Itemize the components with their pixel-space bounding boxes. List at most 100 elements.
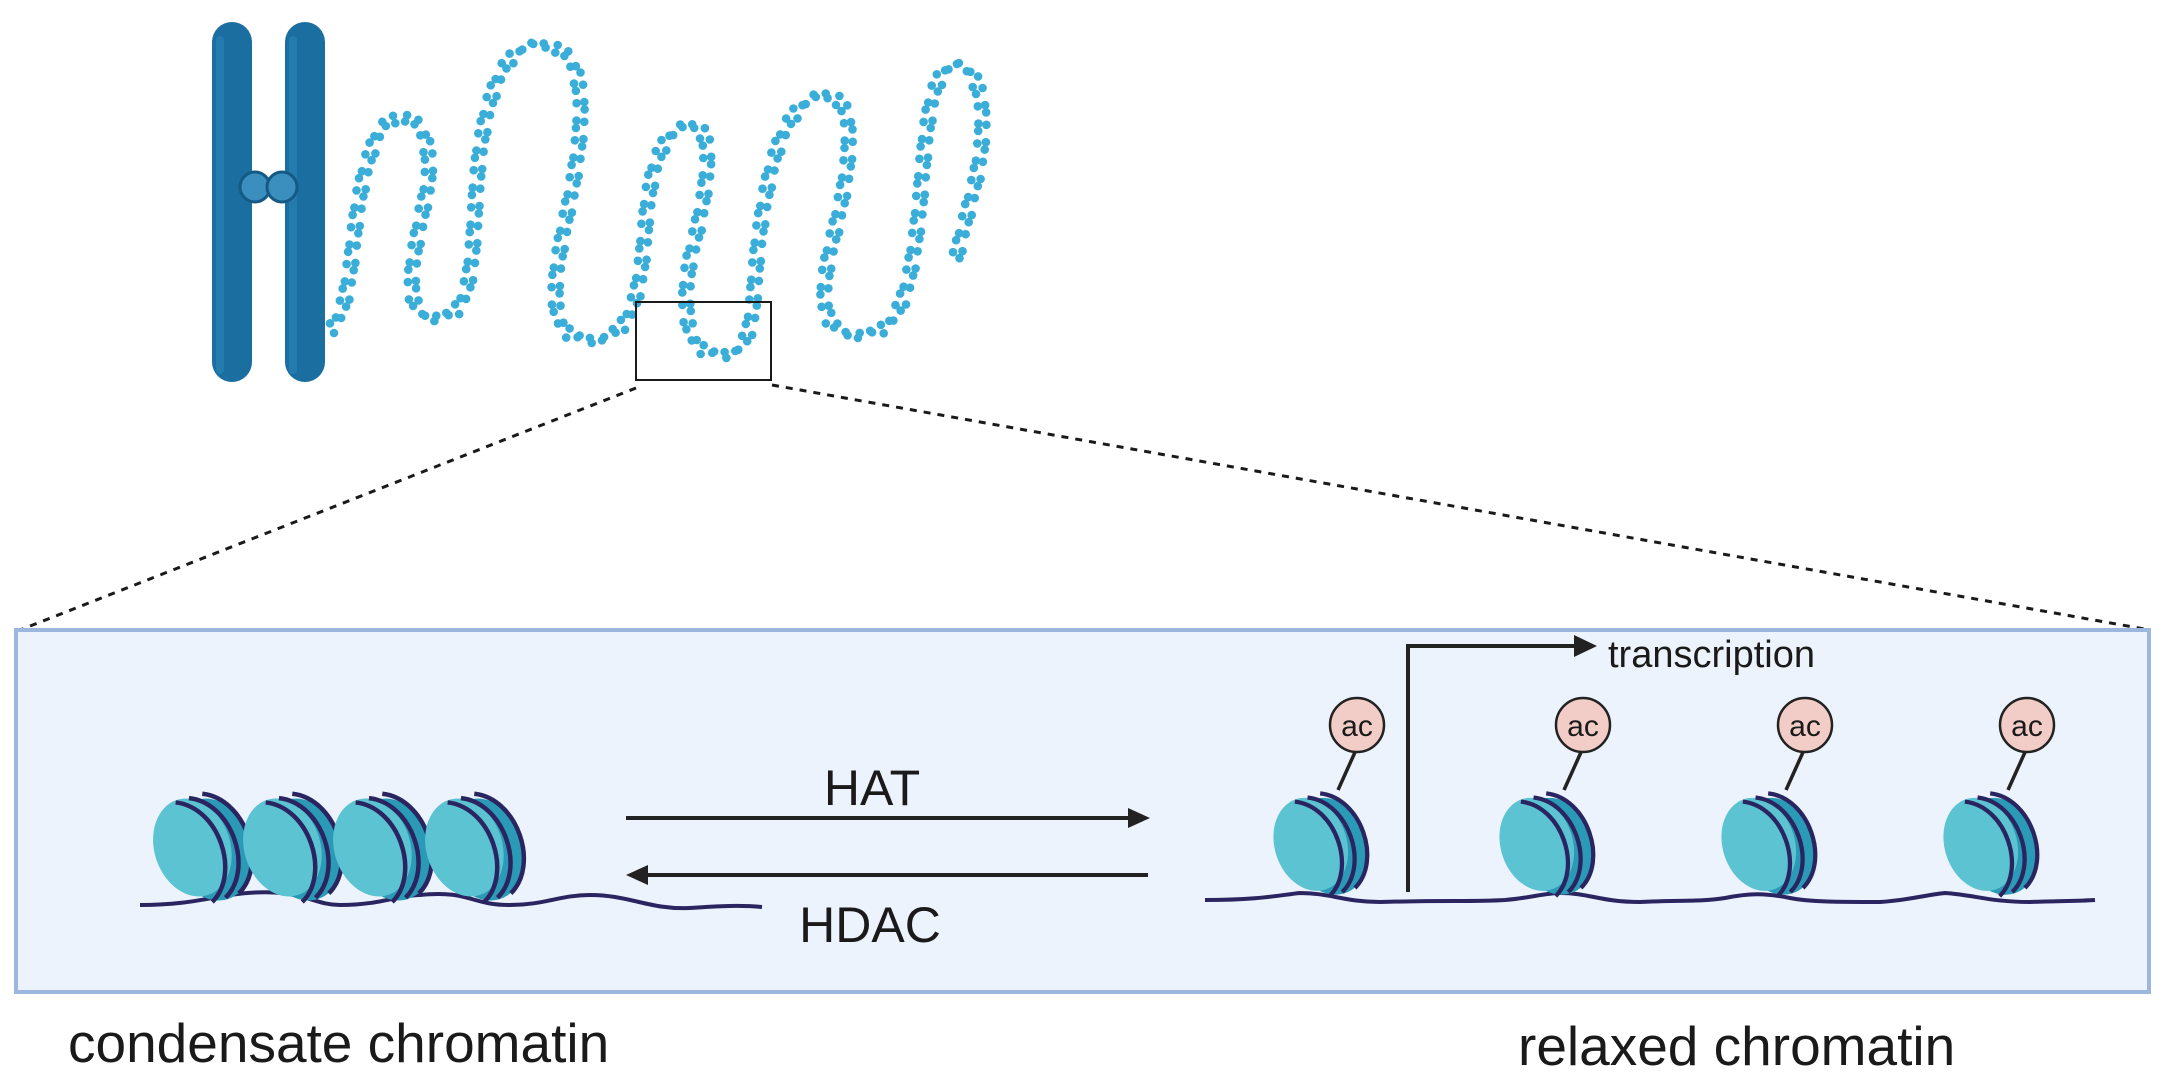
dna-bead [923,98,933,107]
dna-bead [698,141,708,150]
dna-bead [973,102,983,111]
dna-bead [980,100,990,110]
dna-bead [691,245,701,254]
dna-bead [911,191,921,201]
dna-bead [839,118,849,128]
dna-bead [473,221,483,231]
dna-bead [553,233,563,243]
dna-bead [354,173,364,183]
dna-bead [361,185,371,194]
dna-bead [474,209,484,218]
dna-bead [329,328,339,338]
dna-bead [749,245,758,255]
dna-bead [928,116,937,125]
dna-bead [840,143,849,153]
dna-bead [829,323,839,332]
dna-bead [476,184,485,193]
dna-bead [763,165,773,174]
dna-bead [574,171,583,181]
dna-bead [767,183,777,192]
dna-bead [476,116,486,126]
dna-bead [466,220,475,229]
dna-bead [923,153,933,162]
acetyl-label: ac [1341,710,1373,743]
dna-bead [620,325,630,335]
dna-bead [973,72,983,81]
dna-bead [547,282,556,292]
dna-bead [560,51,569,61]
dna-bead [483,127,492,137]
dna-bead [404,295,414,304]
zoom-line-left [19,386,637,632]
dna-bead [816,282,826,292]
dna-bead [809,90,818,99]
dna-bead [371,149,380,158]
dna-bead [472,146,481,155]
dna-bead [454,309,464,319]
dna-bead [777,147,786,156]
dna-wrap [355,800,408,904]
dna-bead [760,172,770,181]
acetyl-link [1336,749,1358,791]
dna-bead [357,166,367,176]
dna-bead [925,136,934,145]
dna-bead [761,220,770,229]
dna-bead [585,333,595,343]
dna-bead [747,330,757,340]
dna-bead [967,210,976,220]
dna-bead [825,271,834,281]
dna-bead [695,134,705,143]
dna-bead [748,258,757,267]
dna-bead [331,313,341,322]
dna-bead [982,120,991,130]
hat-arrow [626,808,1150,828]
dna-bead [922,160,932,170]
dna-bead [662,146,671,155]
dna-bead [425,136,435,146]
dna-bead [754,276,764,286]
acetyl-mark [1554,696,1612,754]
dna-bead [450,300,460,309]
dna-bead [364,167,373,177]
dna-bead [842,191,852,201]
dna-bead [757,239,767,249]
dna-bead [476,172,486,181]
dna-bead [752,301,762,310]
dna-bead [913,179,922,188]
dna-bead [969,163,979,173]
dna-bead [955,253,964,263]
dna-bead [753,208,763,218]
dna-bead [417,192,426,201]
dna-bead [702,196,711,206]
dna-bead [351,258,360,268]
dna-bead [485,110,495,120]
dna-bead [469,165,479,175]
dna-bead [345,240,354,249]
dna-bead [767,148,776,157]
dna-bead [335,296,345,305]
dna-bead [648,188,658,198]
dna-bead [642,255,651,264]
dna-bead [635,244,644,253]
dna-bead [765,190,774,200]
dna-bead [932,70,942,79]
dna-bead [706,159,716,169]
dna-bead [951,235,961,245]
dna-bead [505,49,514,58]
dna-bead [549,263,559,272]
dna-bead [350,203,359,212]
acetyl-mark [1776,696,1834,754]
dna-bead [539,39,548,48]
dna-bead [907,228,917,238]
dna-bead [400,117,410,126]
dna-bead [915,234,924,244]
dna-bead [973,126,983,136]
dna-bead [551,245,560,255]
dna-bead [553,40,562,50]
dna-bead [837,106,846,116]
dna-bead [968,82,977,92]
dna-bead [479,109,488,119]
dna-wrap [278,795,331,900]
dna-bead [824,284,833,293]
dna-wrap [1742,799,1793,898]
